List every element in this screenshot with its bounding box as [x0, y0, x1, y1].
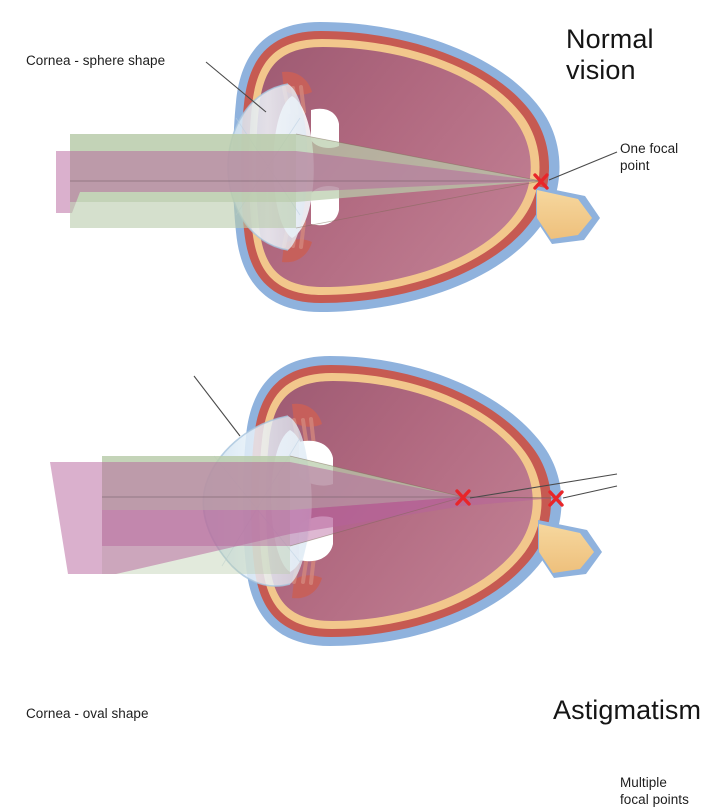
optic-nerve-normal [536, 186, 600, 244]
leader-multiple-focal-2 [562, 485, 618, 499]
astigmatism-eye-illustration [50, 356, 618, 646]
label-one-focal-point: One focal point [620, 141, 679, 173]
leader-cornea-sphere [205, 61, 267, 113]
light-beams-normal [56, 133, 542, 229]
panel-title-astigmatism: Astigmatism [553, 695, 702, 725]
leader-lines-astigmatism [193, 375, 618, 499]
leader-cornea-oval [193, 375, 241, 437]
normal-eye-illustration [56, 22, 618, 312]
focal-point-marker-normal [533, 173, 549, 190]
panel-astigmatism: Astigmatism Cornea - oval shape Multiple… [0, 334, 720, 807]
beam-converge-lower [295, 180, 542, 229]
horizontal-beam-lower-normal [70, 202, 296, 228]
leader-multiple-focal-1 [469, 473, 618, 499]
focal-point-markers-astigmatism [455, 489, 564, 507]
oblique-beam-normal [56, 151, 541, 213]
leader-one-focal [548, 151, 618, 181]
panel-normal-vision: Normal vision Cornea - sphere shape One … [0, 0, 720, 334]
label-cornea-sphere: Cornea - sphere shape [26, 53, 166, 68]
label-cornea-oval: Cornea - oval shape [26, 706, 149, 721]
label-multiple-focal-points: Multiple focal points [620, 775, 689, 807]
leader-lines-normal [205, 61, 618, 181]
beam-converge-upper [295, 133, 542, 182]
oblique-beam-astig [50, 462, 556, 574]
panel-title-normal: Normal vision [566, 24, 654, 85]
beam-converge-lower-astig [289, 496, 464, 547]
oblique-beam-lower-astig [102, 497, 463, 546]
optic-nerve-astigmatism [538, 520, 602, 578]
light-beams-astigmatism [50, 455, 557, 574]
